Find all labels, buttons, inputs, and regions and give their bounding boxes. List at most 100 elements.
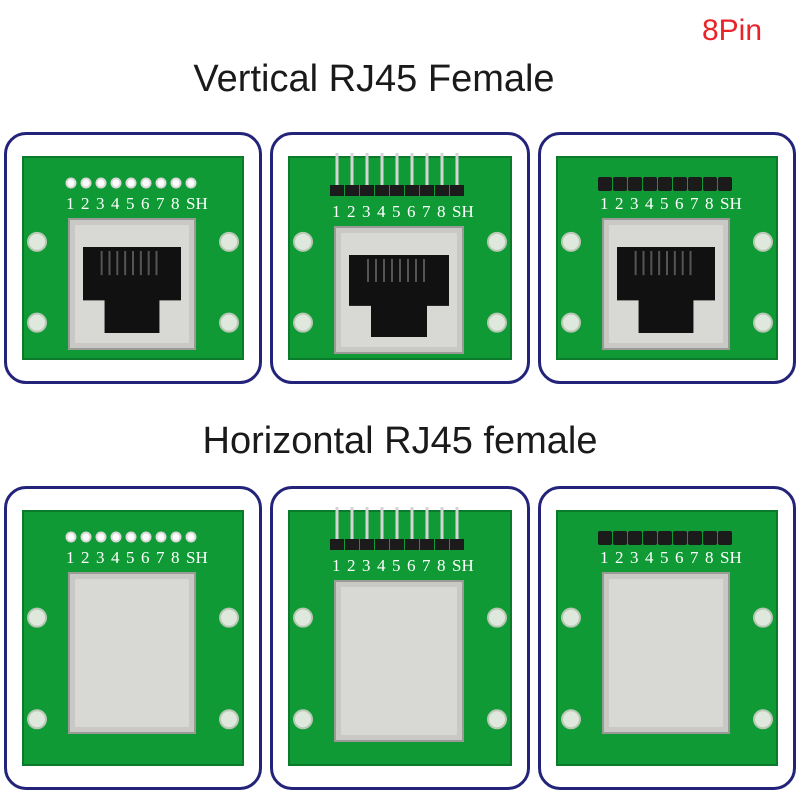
solder-pad — [185, 531, 197, 543]
pin-label: 5 — [660, 194, 669, 213]
header-housing — [450, 539, 464, 550]
header-housing — [420, 539, 434, 550]
mounting-hole — [753, 231, 773, 252]
mounting-hole — [27, 312, 47, 333]
mounting-hole — [27, 709, 47, 730]
header-pin — [440, 153, 444, 187]
header-housing — [405, 185, 419, 196]
pin-label: 8 — [705, 548, 714, 567]
mounting-hole — [487, 231, 507, 252]
header-housing — [345, 539, 359, 550]
vertical-row-heading: Vertical RJ45 Female — [193, 58, 555, 100]
horizontal-row-heading: Horizontal RJ45 female — [202, 420, 598, 462]
female-header-socket — [628, 531, 642, 545]
pin-label: 8 — [437, 202, 446, 221]
pin-label: SH — [720, 194, 742, 213]
contact-pin — [116, 251, 119, 276]
header-housing — [450, 185, 464, 196]
mounting-hole — [219, 709, 239, 730]
pin-label: 2 — [615, 194, 624, 213]
pin-label: SH — [720, 548, 742, 567]
mounting-hole — [487, 312, 507, 333]
solder-pad — [95, 531, 107, 543]
female-header-socket — [598, 177, 612, 191]
pin-label: 3 — [630, 548, 639, 567]
pin-label: 8 — [171, 194, 180, 213]
pin-label: 4 — [111, 548, 120, 567]
solder-pad — [170, 177, 182, 189]
pin-label: SH — [186, 548, 208, 567]
contact-pin — [367, 259, 369, 282]
contact-pin — [689, 251, 692, 276]
pin-count-badge: 8Pin — [701, 14, 762, 47]
header-housing — [345, 185, 359, 196]
header-housing — [360, 185, 374, 196]
contact-pin — [673, 251, 676, 276]
pin-label: 2 — [81, 194, 90, 213]
header-housing — [390, 185, 404, 196]
female-header-socket — [688, 531, 702, 545]
mounting-hole — [293, 607, 313, 628]
pin-label: 3 — [362, 202, 371, 221]
pin-label: 6 — [407, 556, 416, 575]
header-pin — [455, 153, 459, 187]
header-pin — [350, 153, 354, 187]
female-header-socket — [643, 531, 657, 545]
pin-label: 6 — [141, 194, 150, 213]
pin-label: 6 — [407, 202, 416, 221]
female-header-socket — [718, 531, 732, 545]
header-pin — [425, 153, 429, 187]
pin-label: 2 — [615, 548, 624, 567]
pin-label: 7 — [422, 202, 431, 221]
pin-label: 5 — [392, 556, 401, 575]
contact-pin — [666, 251, 668, 276]
mounting-hole — [293, 312, 313, 333]
pin-label: SH — [452, 556, 474, 575]
pin-label: 5 — [660, 548, 669, 567]
pin-label: 7 — [156, 548, 165, 567]
solder-pad — [65, 531, 77, 543]
solder-pad — [155, 531, 167, 543]
solder-pad — [110, 177, 122, 189]
header-pin — [380, 507, 384, 541]
contact-pin — [132, 251, 134, 276]
header-housing — [360, 539, 374, 550]
mounting-hole — [561, 709, 581, 730]
mounting-hole — [753, 312, 773, 333]
header-pin — [410, 507, 414, 541]
pin-label: 1 — [332, 556, 341, 575]
mounting-hole — [561, 312, 581, 333]
mounting-hole — [561, 231, 581, 252]
female-header-socket — [628, 177, 642, 191]
contact-pin — [108, 251, 111, 276]
header-pin — [410, 153, 414, 187]
pin-label: SH — [186, 194, 208, 213]
pin-label: 3 — [96, 194, 105, 213]
solder-pad — [155, 177, 167, 189]
female-header-socket — [673, 177, 687, 191]
contact-pin — [100, 251, 103, 276]
pin-label: 4 — [377, 202, 386, 221]
pin-label: 8 — [705, 194, 714, 213]
header-housing — [375, 185, 389, 196]
solder-pad — [80, 177, 92, 189]
header-pin — [395, 507, 399, 541]
solder-pad — [170, 531, 182, 543]
mounting-hole — [219, 312, 239, 333]
contact-pin — [155, 251, 158, 276]
header-housing — [375, 539, 389, 550]
solder-pad — [95, 177, 107, 189]
header-housing — [330, 539, 344, 550]
female-header-socket — [658, 177, 672, 191]
solder-pad — [125, 177, 137, 189]
header-housing — [420, 185, 434, 196]
mounting-hole — [293, 709, 313, 730]
pin-label: 4 — [111, 194, 120, 213]
contact-pin — [383, 259, 385, 282]
female-header-socket — [688, 177, 702, 191]
contact-pin — [642, 251, 645, 276]
contact-pin — [650, 251, 653, 276]
contact-pin — [391, 259, 393, 282]
